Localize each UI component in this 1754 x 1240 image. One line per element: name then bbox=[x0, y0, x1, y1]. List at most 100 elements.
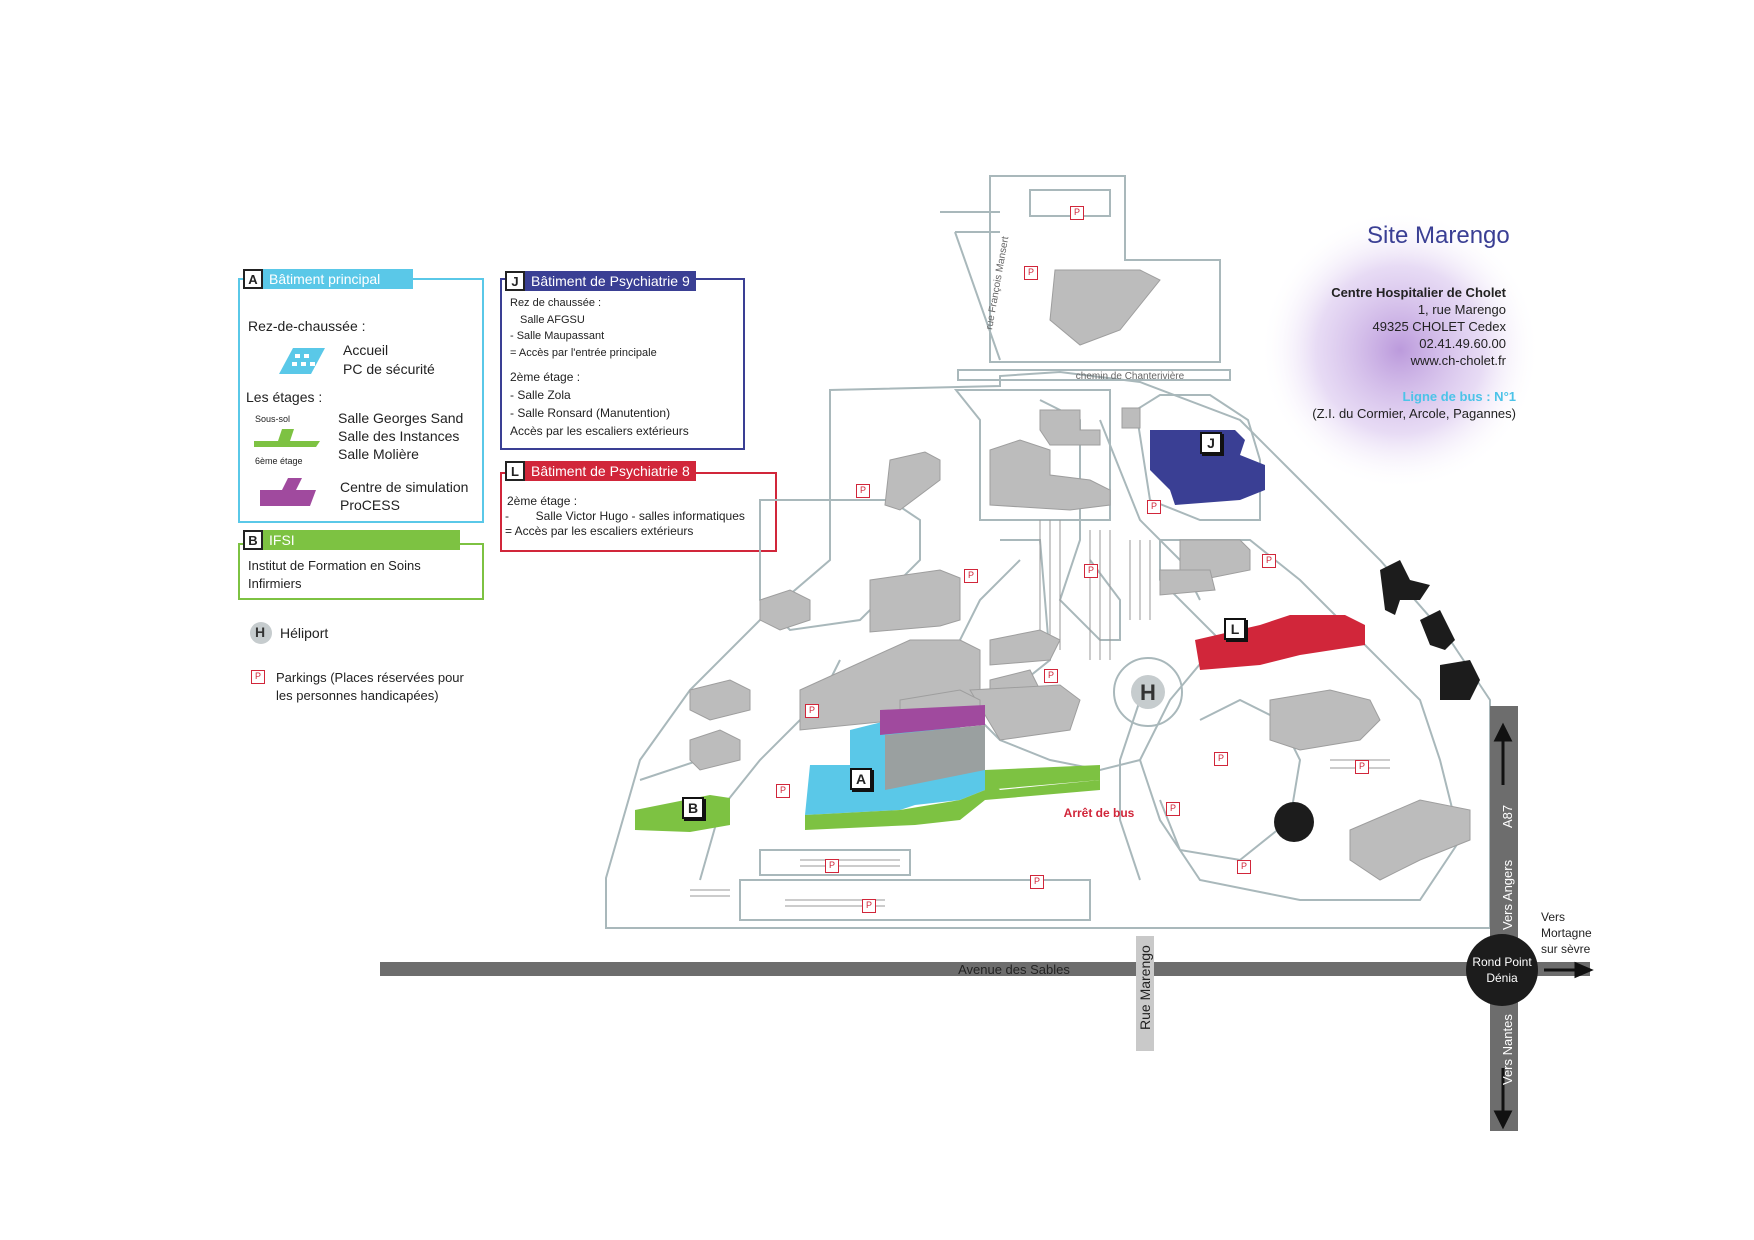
parking-legend-line-1: Parkings (Places réservées pour bbox=[276, 670, 464, 685]
a87-label: A87 bbox=[1500, 805, 1515, 828]
legend-l-title: Bâtiment de Psychiatrie 8 bbox=[525, 461, 696, 481]
legend-a-ground-item-1: Accueil bbox=[343, 342, 389, 358]
legend-b-header: B IFSI bbox=[243, 529, 460, 551]
reception-building-icon bbox=[279, 348, 325, 374]
parking-legend-line-2: les personnes handicapées) bbox=[276, 688, 439, 703]
gray-buildings bbox=[689, 269, 1471, 881]
site-boundary bbox=[605, 175, 1491, 929]
legend-j-line-1: Rez de chaussée : bbox=[510, 297, 602, 309]
heliport-pad bbox=[1131, 675, 1165, 709]
legend-j-line-5: 2ème étage : bbox=[510, 370, 581, 384]
site-address-2: 49325 CHOLET Cedex bbox=[1372, 319, 1506, 334]
bus-stop-label: Arrêt de bus bbox=[1064, 806, 1135, 820]
legend-j-line-3: - Salle Maupassant bbox=[510, 330, 605, 342]
parking-marker: P bbox=[1262, 554, 1276, 568]
legend-a-letter: A bbox=[243, 269, 263, 289]
to-nantes-label: Vers Nantes bbox=[1500, 1014, 1515, 1085]
to-angers-label: Vers Angers bbox=[1500, 859, 1515, 930]
building-l-label[interactable]: L bbox=[1224, 618, 1246, 640]
legend-l-line-3: = Accès par les escaliers extérieurs bbox=[505, 524, 694, 538]
parking-marker: P bbox=[1084, 564, 1098, 578]
legend-j-line-6: - Salle Zola bbox=[510, 388, 571, 402]
rue-marengo bbox=[1136, 936, 1154, 1051]
legend-j-line-8: Accès par les escaliers extérieurs bbox=[510, 424, 689, 438]
legend-b-line-1: Institut de Formation en Soins bbox=[248, 558, 421, 573]
roundabout bbox=[1466, 934, 1538, 1006]
building-j-shape bbox=[1150, 430, 1265, 505]
legend-l-header: L Bâtiment de Psychiatrie 8 bbox=[505, 460, 696, 482]
building-a-label[interactable]: A bbox=[850, 768, 872, 790]
legend-j-line-4: = Accès par l'entrée principale bbox=[510, 347, 657, 359]
heliport-legend-label: Héliport bbox=[280, 625, 329, 641]
legend-a-ground-label: Rez-de-chaussée : bbox=[248, 318, 366, 334]
building-l-shape bbox=[1195, 615, 1365, 670]
legend-a-floor-item-1: Salle Georges Sand bbox=[338, 410, 464, 426]
legend-a-floor-item-2: Salle des Instances bbox=[338, 428, 460, 444]
legend-a-title: Bâtiment principal bbox=[263, 269, 413, 289]
roundabout-label-1: Rond Point bbox=[1472, 955, 1532, 969]
heliport-legend-icon bbox=[250, 622, 272, 644]
avenue-des-sables-label: Avenue des Sables bbox=[958, 962, 1070, 977]
legend-a-sim-item-1: Centre de simulation bbox=[340, 479, 469, 495]
site-phone: 02.41.49.60.00 bbox=[1419, 336, 1506, 351]
parking-marker: P bbox=[825, 859, 839, 873]
parking-marker: P bbox=[1214, 752, 1228, 766]
legend-j-line-7: - Salle Ronsard (Manutention) bbox=[510, 406, 671, 420]
heliport-legend-symbol: H bbox=[255, 624, 266, 640]
legend-a-header: A Bâtiment principal bbox=[243, 268, 413, 290]
rue-marengo-label: Rue Marengo bbox=[1137, 945, 1153, 1030]
parking-marker: P bbox=[1355, 760, 1369, 774]
legend-b-letter: B bbox=[243, 530, 263, 550]
site-title: Site Marengo bbox=[1367, 222, 1510, 249]
parking-marker: P bbox=[1030, 875, 1044, 889]
site-name: Centre Hospitalier de Cholet bbox=[1331, 285, 1506, 300]
legend-l-line-2: - Salle Victor Hugo - salles informatiqu… bbox=[505, 509, 745, 523]
legend-a-sixth-floor-label: 6ème étage bbox=[255, 456, 303, 466]
parking-marker: P bbox=[1237, 860, 1251, 874]
parking-marker: P bbox=[1147, 500, 1161, 514]
legend-a-floors-label: Les étages : bbox=[246, 389, 323, 405]
black-buildings bbox=[1274, 560, 1480, 842]
legend-a-sim-item-2: ProCESS bbox=[340, 497, 400, 513]
legend-j-letter: J bbox=[505, 271, 525, 291]
legend-j-line-2: Salle AFGSU bbox=[520, 314, 585, 326]
site-info-glow bbox=[1260, 210, 1540, 490]
legend-b-line-2: Infirmiers bbox=[248, 576, 302, 591]
legend-a-basement-label: Sous-sol bbox=[255, 414, 291, 424]
building-j-label[interactable]: J bbox=[1200, 432, 1222, 454]
legend-l-letter: L bbox=[505, 461, 525, 481]
roundabout-label-2: Dénia bbox=[1486, 971, 1518, 985]
to-mortagne-line-1: Vers bbox=[1541, 910, 1565, 924]
building-a-shape bbox=[805, 705, 1100, 830]
parking-marker: P bbox=[776, 784, 790, 798]
legend-j-header: J Bâtiment de Psychiatrie 9 bbox=[505, 270, 696, 292]
to-mortagne-line-3: sur sèvre bbox=[1541, 942, 1591, 956]
parking-marker: P bbox=[862, 899, 876, 913]
parking-marker: P bbox=[1044, 669, 1058, 683]
chemin-chanteriviere-label: chemin de Chanterivière bbox=[1076, 371, 1185, 382]
to-mortagne-line-2: Mortagne bbox=[1541, 926, 1592, 940]
legend-a-floor-item-3: Salle Molière bbox=[338, 446, 419, 462]
legend-a-ground-item-2: PC de sécurité bbox=[343, 361, 435, 377]
parking-marker: P bbox=[1070, 206, 1084, 220]
legend-b-title: IFSI bbox=[263, 530, 460, 550]
building-b-label[interactable]: B bbox=[682, 797, 704, 819]
floor-building-icon bbox=[254, 429, 320, 447]
legend-l-line-1: 2ème étage : bbox=[507, 494, 578, 508]
direction-arrows bbox=[1493, 722, 1594, 1130]
rue-mansert-label: rue François Mansert bbox=[984, 235, 1011, 330]
parking-marker: P bbox=[856, 484, 870, 498]
parking-marker: P bbox=[964, 569, 978, 583]
site-address-1: 1, rue Marengo bbox=[1417, 302, 1506, 317]
site-website-link[interactable]: www.ch-cholet.fr bbox=[1410, 353, 1506, 368]
parking-marker: P bbox=[1166, 802, 1180, 816]
legend-j-title: Bâtiment de Psychiatrie 9 bbox=[525, 271, 696, 291]
avenue-des-sables bbox=[380, 962, 1590, 976]
simulation-building-icon bbox=[260, 478, 316, 506]
heliport-symbol: H bbox=[1140, 680, 1156, 705]
parking-marker: P bbox=[805, 704, 819, 718]
heliport-ring bbox=[1113, 657, 1183, 727]
parking-legend-icon: P bbox=[251, 670, 265, 684]
parking-marker: P bbox=[1024, 266, 1038, 280]
